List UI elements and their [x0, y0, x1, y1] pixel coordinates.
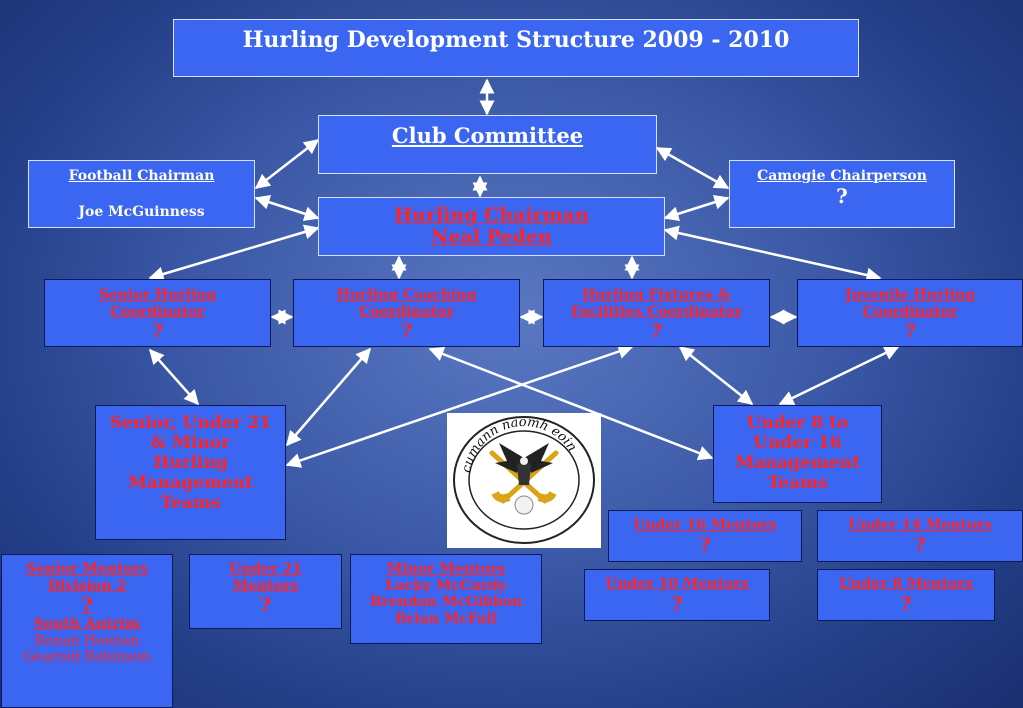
u14-title: Under 14 Mentors [848, 517, 992, 533]
juvenile-mgmt-line2: Under 16 [753, 433, 842, 454]
senior-management-teams-box: Senior, Under 21 & Minor Hurling Managem… [95, 405, 286, 540]
hurling-coaching-coordinator-box: Hurling Coaching Coordinator ? [293, 279, 520, 347]
u16-q: ? [699, 533, 711, 556]
camogie-chairperson-title: Camogie Chairperson [757, 168, 927, 184]
under10-mentors-box: Under 10 Mentors ? [584, 569, 770, 621]
senior-mentor-name-1: Ronan Heenan [34, 632, 140, 649]
senior-mgmt-line2: & Minor [150, 433, 231, 454]
page-title: Hurling Development Structure 2009 - 201… [242, 27, 790, 53]
juvenile-mgmt-line3: Management [735, 453, 860, 474]
club-crest-logo: cumann naomh eoin [447, 413, 601, 548]
coaching-coordinator-line1: Hurling Coaching [336, 287, 477, 303]
juvenile-management-teams-box: Under 8 to Under 16 Management Teams [713, 405, 882, 503]
fixtures-facilities-coordinator-box: Hurling Fixtures & Facilities Coordinato… [543, 279, 770, 347]
juvenile-coordinator-name: ? [904, 320, 916, 343]
u8-q: ? [900, 592, 912, 615]
senior-coordinator-line2: Coordinator [110, 303, 205, 320]
u14-q: ? [914, 533, 926, 556]
coaching-coordinator-line2: Coordinator [359, 303, 454, 320]
football-chairman-name: Joe McGuinness [78, 203, 205, 220]
senior-hurling-coordinator-box: Senior Hurling Coordinator ? [44, 279, 271, 347]
hurling-chairman-box: Hurling Chairman Neal Peden [318, 197, 665, 256]
minor-mentors-box: Minor Mentors Locky McCurdy Brendan McGi… [350, 554, 542, 644]
senior-mentors-q: ? [81, 594, 93, 617]
juvenile-coordinator-line2: Coordinator [862, 303, 958, 320]
u10-q: ? [671, 592, 683, 615]
u8-title: Under 8 Mentors [839, 576, 973, 592]
senior-mentor-name-2: Gearoid Robinson [23, 649, 151, 666]
senior-mgmt-line3: Hurling [153, 453, 228, 474]
under16-mentors-box: Under 16 Mentors ? [608, 510, 802, 562]
senior-mgmt-line4: Management [128, 473, 253, 494]
fixtures-coordinator-line2: Facilities Coordinator [571, 303, 742, 320]
senior-mentors-box: Senior Mentors Division 2 ? South Antrim… [1, 554, 173, 708]
senior-mgmt-line1: Senior, Under 21 [109, 413, 272, 433]
senior-mentors-sub: South Antrim [33, 616, 141, 633]
minor-mentor-name-1: Locky McCurdy [385, 577, 507, 594]
hurling-chairman-title: Hurling Chairman [394, 204, 589, 226]
juvenile-hurling-coordinator-box: Juvenile Hurling Coordinator ? [797, 279, 1023, 347]
club-committee-label: Club Committee [391, 123, 584, 148]
minor-mentor-name-2: Brendan McGibbon [369, 594, 523, 611]
u10-title: Under 10 Mentors [605, 576, 749, 592]
juvenile-mgmt-line1: Under 8 to [746, 413, 849, 433]
camogie-chairperson-name: ? [836, 183, 848, 208]
senior-mgmt-line5: Teams [160, 493, 221, 514]
camogie-chairperson-box: Camogie Chairperson ? [729, 160, 955, 228]
u21-q: ? [259, 594, 272, 617]
minor-mentors-title: Minor Mentors [386, 561, 506, 577]
coaching-coordinator-name: ? [400, 320, 413, 343]
senior-mentors-title1: Senior Mentors [26, 561, 148, 577]
senior-coordinator-name: ? [151, 320, 164, 343]
senior-coordinator-line1: Senior Hurling [98, 287, 217, 303]
club-committee-box: Club Committee [318, 115, 657, 174]
u16-title: Under 16 Mentors [633, 517, 777, 533]
juvenile-coordinator-line1: Juvenile Hurling [845, 287, 975, 303]
football-chairman-title: Football Chairman [68, 168, 215, 184]
fixtures-coordinator-name: ? [650, 320, 663, 343]
hurling-chairman-name: Neal Peden [431, 226, 552, 249]
under21-mentors-box: Under 21 Mentors ? [189, 554, 342, 629]
juvenile-mgmt-line4: Teams [767, 473, 828, 494]
u21-title2: Mentors [232, 577, 299, 594]
football-chairman-box: Football Chairman Joe McGuinness [28, 160, 255, 228]
under14-mentors-box: Under 14 Mentors ? [817, 510, 1023, 562]
senior-mentors-title2: Division 2 [47, 577, 127, 594]
chart-title-box: Hurling Development Structure 2009 - 201… [173, 19, 859, 77]
under8-mentors-box: Under 8 Mentors ? [817, 569, 995, 621]
minor-mentor-name-3: Brian McFall [395, 610, 497, 627]
u21-title1: Under 21 [229, 561, 302, 577]
fixtures-coordinator-line1: Hurling Fixtures & [582, 287, 731, 303]
